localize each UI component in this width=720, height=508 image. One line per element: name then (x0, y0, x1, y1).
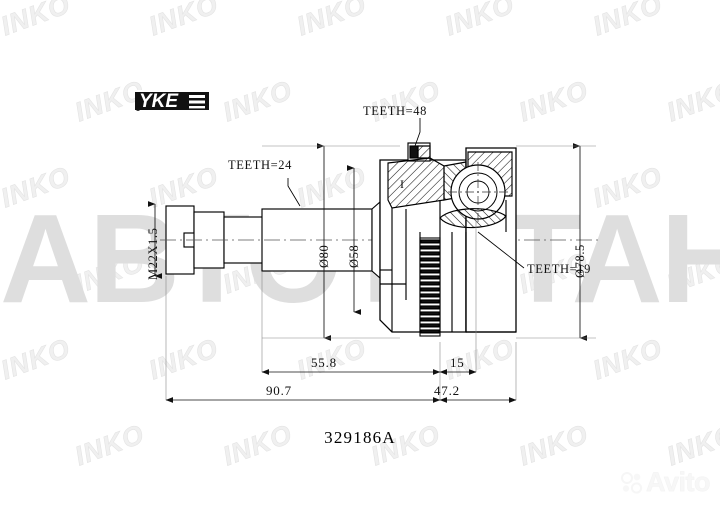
dimension-55-8: 55.8 (311, 355, 337, 370)
avito-wordmark: Avito (646, 467, 711, 498)
label-diameter-78-5: Ø78.5 (573, 244, 587, 278)
label-teeth-24: TEETH=24 (228, 158, 292, 172)
avito-dots-icon (621, 471, 643, 494)
dimension-15: 15 (450, 355, 465, 370)
label-thread-m22: M22X1.5 (146, 227, 160, 280)
dimension-47-2: 47.2 (434, 383, 460, 398)
svg-text:YKE: YKE (139, 91, 179, 112)
section-mark-i: I (400, 177, 405, 191)
label-teeth-19: TEETH=19 (527, 262, 591, 276)
part-number: 329186A (324, 428, 396, 447)
label-diameter-58: Ø58 (347, 244, 361, 268)
dimension-90-7: 90.7 (266, 383, 292, 398)
yke-brand-logo: YKE (135, 90, 211, 112)
watermark-avito: Avito (621, 467, 711, 498)
label-teeth-48: TEETH=48 (363, 104, 427, 118)
label-diameter-80: Ø80 (317, 244, 331, 268)
